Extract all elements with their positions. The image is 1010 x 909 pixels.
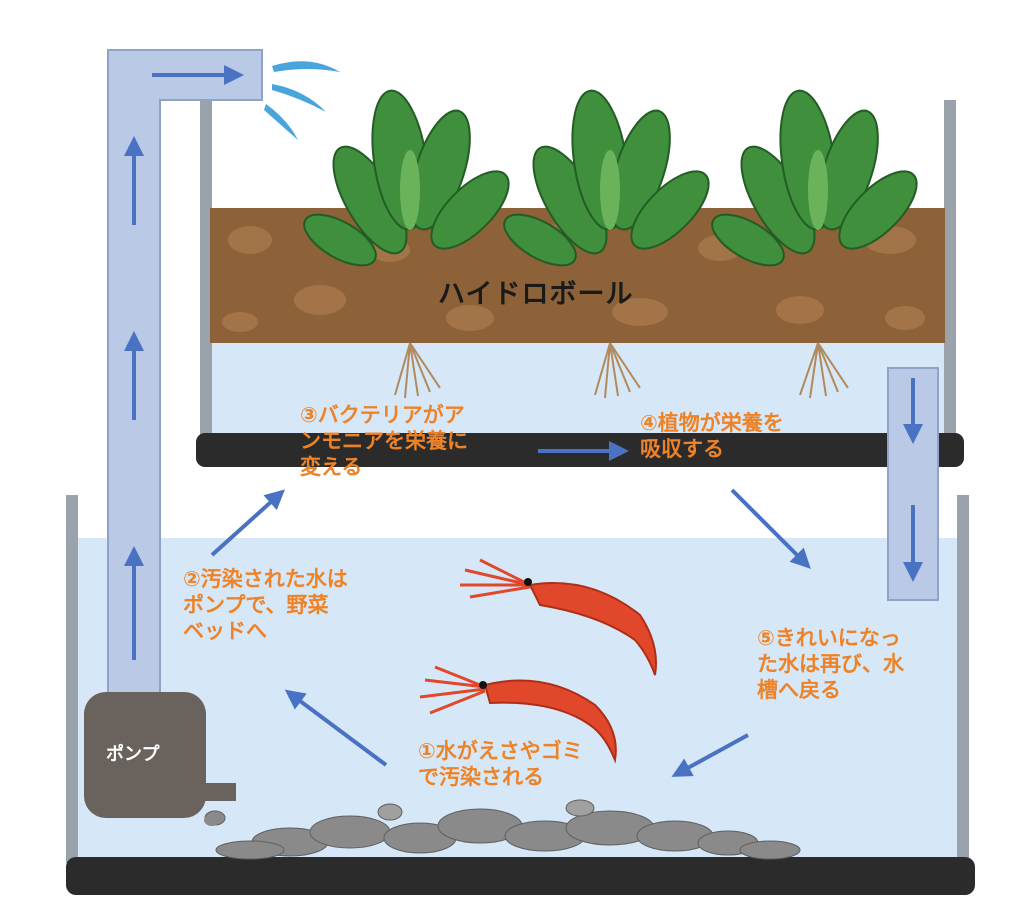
pump-icon [84,692,236,826]
water-splash-icon [264,61,340,140]
shrimp-icon [419,665,617,764]
flow-arrows [124,65,923,777]
tank-wall-left [66,495,78,863]
plant-icon [303,89,510,267]
flow-arrow-return-to-tank [671,733,749,777]
fish-tank [66,495,975,895]
step2-label: ②汚染された水は ポンプで、野菜 ベッドへ [183,567,348,643]
flow-arrow-plant-to-outlet [730,488,811,569]
flow-arrow-to-bed [210,489,285,557]
roots [394,342,849,399]
flow-arrow-to-pump [284,689,388,767]
plant-icon [711,89,918,267]
step4-label: ④植物が栄養を 吸収する [640,411,784,461]
step1-label: ①水がえさやゴミ で汚染される [418,739,583,789]
tank-wall-right [957,495,969,863]
step3-label: ③バクテリアがア ンモニアを栄養に 変える [300,403,468,479]
hydroball-label: ハイドロボール [438,279,634,310]
gravel [204,799,801,860]
bed-wall-left [200,100,212,440]
shrimp-icon [460,558,657,676]
step5-label: ⑤きれいになっ た水は再び、水 槽へ戻る [757,626,904,702]
tank-base [66,857,975,895]
plant-icon [503,89,710,267]
bed-wall-right [944,100,956,440]
bed-water [210,343,945,433]
pump-label: ポンプ [106,744,160,765]
